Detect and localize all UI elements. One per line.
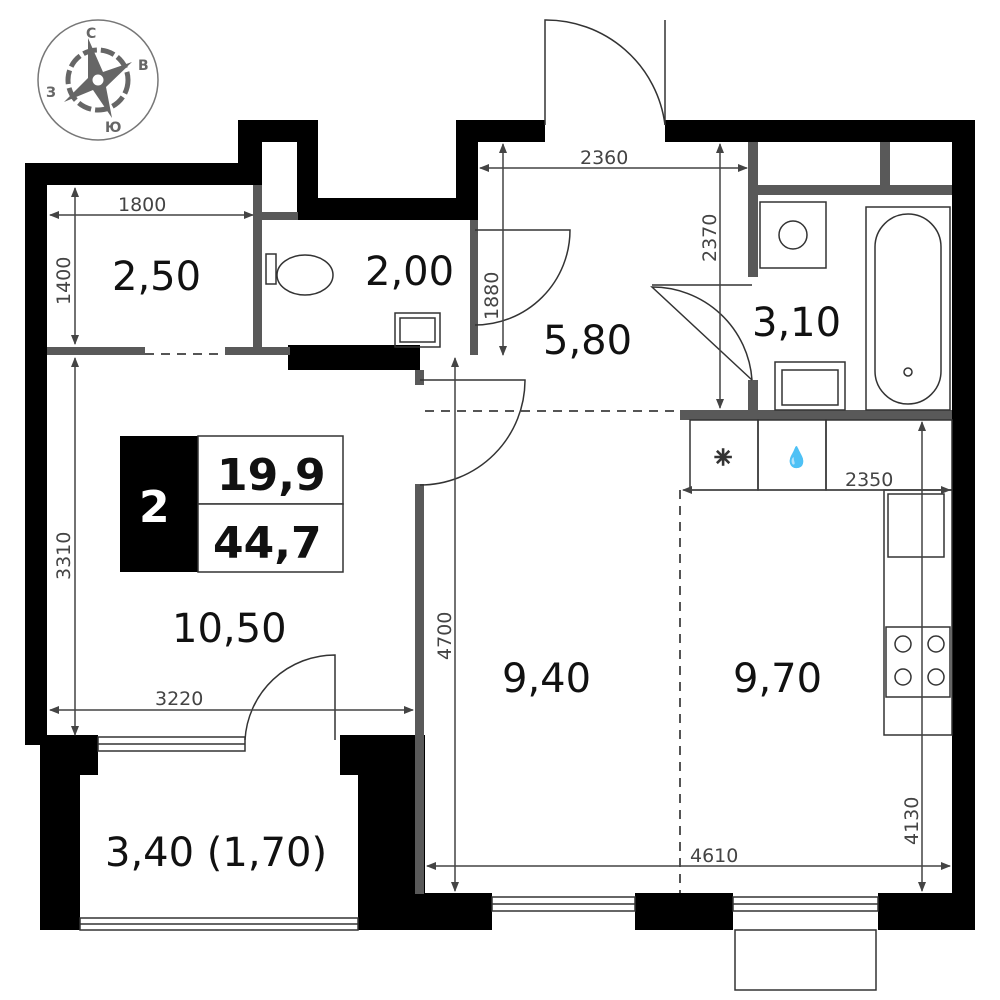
fridge-icon: ✳ xyxy=(714,446,732,471)
partitions xyxy=(47,142,952,894)
room-storage-area: 2,50 xyxy=(112,254,201,300)
windows xyxy=(79,736,879,991)
bathroom-sink-icon xyxy=(774,361,846,411)
compass-west: З xyxy=(46,85,56,101)
room-balcony-area: 3,40 (1,70) xyxy=(105,830,327,876)
compass-east: В xyxy=(138,58,149,74)
dimension-lines xyxy=(49,143,951,892)
dim-bedroom-width: 3220 xyxy=(155,688,203,710)
living-area: 19,9 xyxy=(217,450,326,501)
compass: С В Ю З xyxy=(37,19,159,141)
dim-hall-depth: 2370 xyxy=(699,214,721,262)
dim-living-kitchen-width: 4610 xyxy=(690,845,738,867)
room-living-area: 9,40 xyxy=(502,656,591,702)
room-bathroom-area: 3,10 xyxy=(752,300,841,346)
total-area: 44,7 xyxy=(213,518,322,569)
dim-living-depth: 4700 xyxy=(434,612,456,660)
balcony-door xyxy=(244,654,336,741)
sink-icon xyxy=(394,312,441,348)
dim-kitchen-width: 2350 xyxy=(845,469,893,491)
dim-storage-depth: 1400 xyxy=(53,257,75,305)
rooms-count: 2 xyxy=(139,482,170,533)
dim-kitchen-depth: 4130 xyxy=(901,797,923,845)
dim-toilet-depth: 1880 xyxy=(481,272,503,320)
room-kitchen-area: 9,70 xyxy=(733,656,822,702)
water-drop-icon: 💧 xyxy=(784,445,809,469)
compass-south: Ю xyxy=(105,120,121,136)
entrance-door xyxy=(544,19,666,126)
room-toilet-area: 2,00 xyxy=(365,249,454,295)
compass-north: С xyxy=(86,26,96,42)
toilet-icon xyxy=(265,253,334,296)
dim-storage-width: 1800 xyxy=(118,194,166,216)
dim-bedroom-depth: 3310 xyxy=(53,532,75,580)
bedroom-door xyxy=(419,379,526,486)
doors[interactable] xyxy=(244,19,753,741)
summary-badge: 2 19,9 44,7 xyxy=(120,435,344,573)
exterior-walls xyxy=(25,120,975,930)
fixtures: ✳ 💧 xyxy=(265,201,953,736)
toilet-door xyxy=(474,229,571,326)
zone-dividers xyxy=(145,353,681,893)
room-bedroom-area: 10,50 xyxy=(172,606,287,652)
room-hall-area: 5,80 xyxy=(543,318,632,364)
bathtub-icon xyxy=(865,206,951,411)
bathroom-door xyxy=(650,286,753,381)
washing-machine-icon xyxy=(759,201,827,269)
dim-hall-width: 2360 xyxy=(580,147,628,169)
